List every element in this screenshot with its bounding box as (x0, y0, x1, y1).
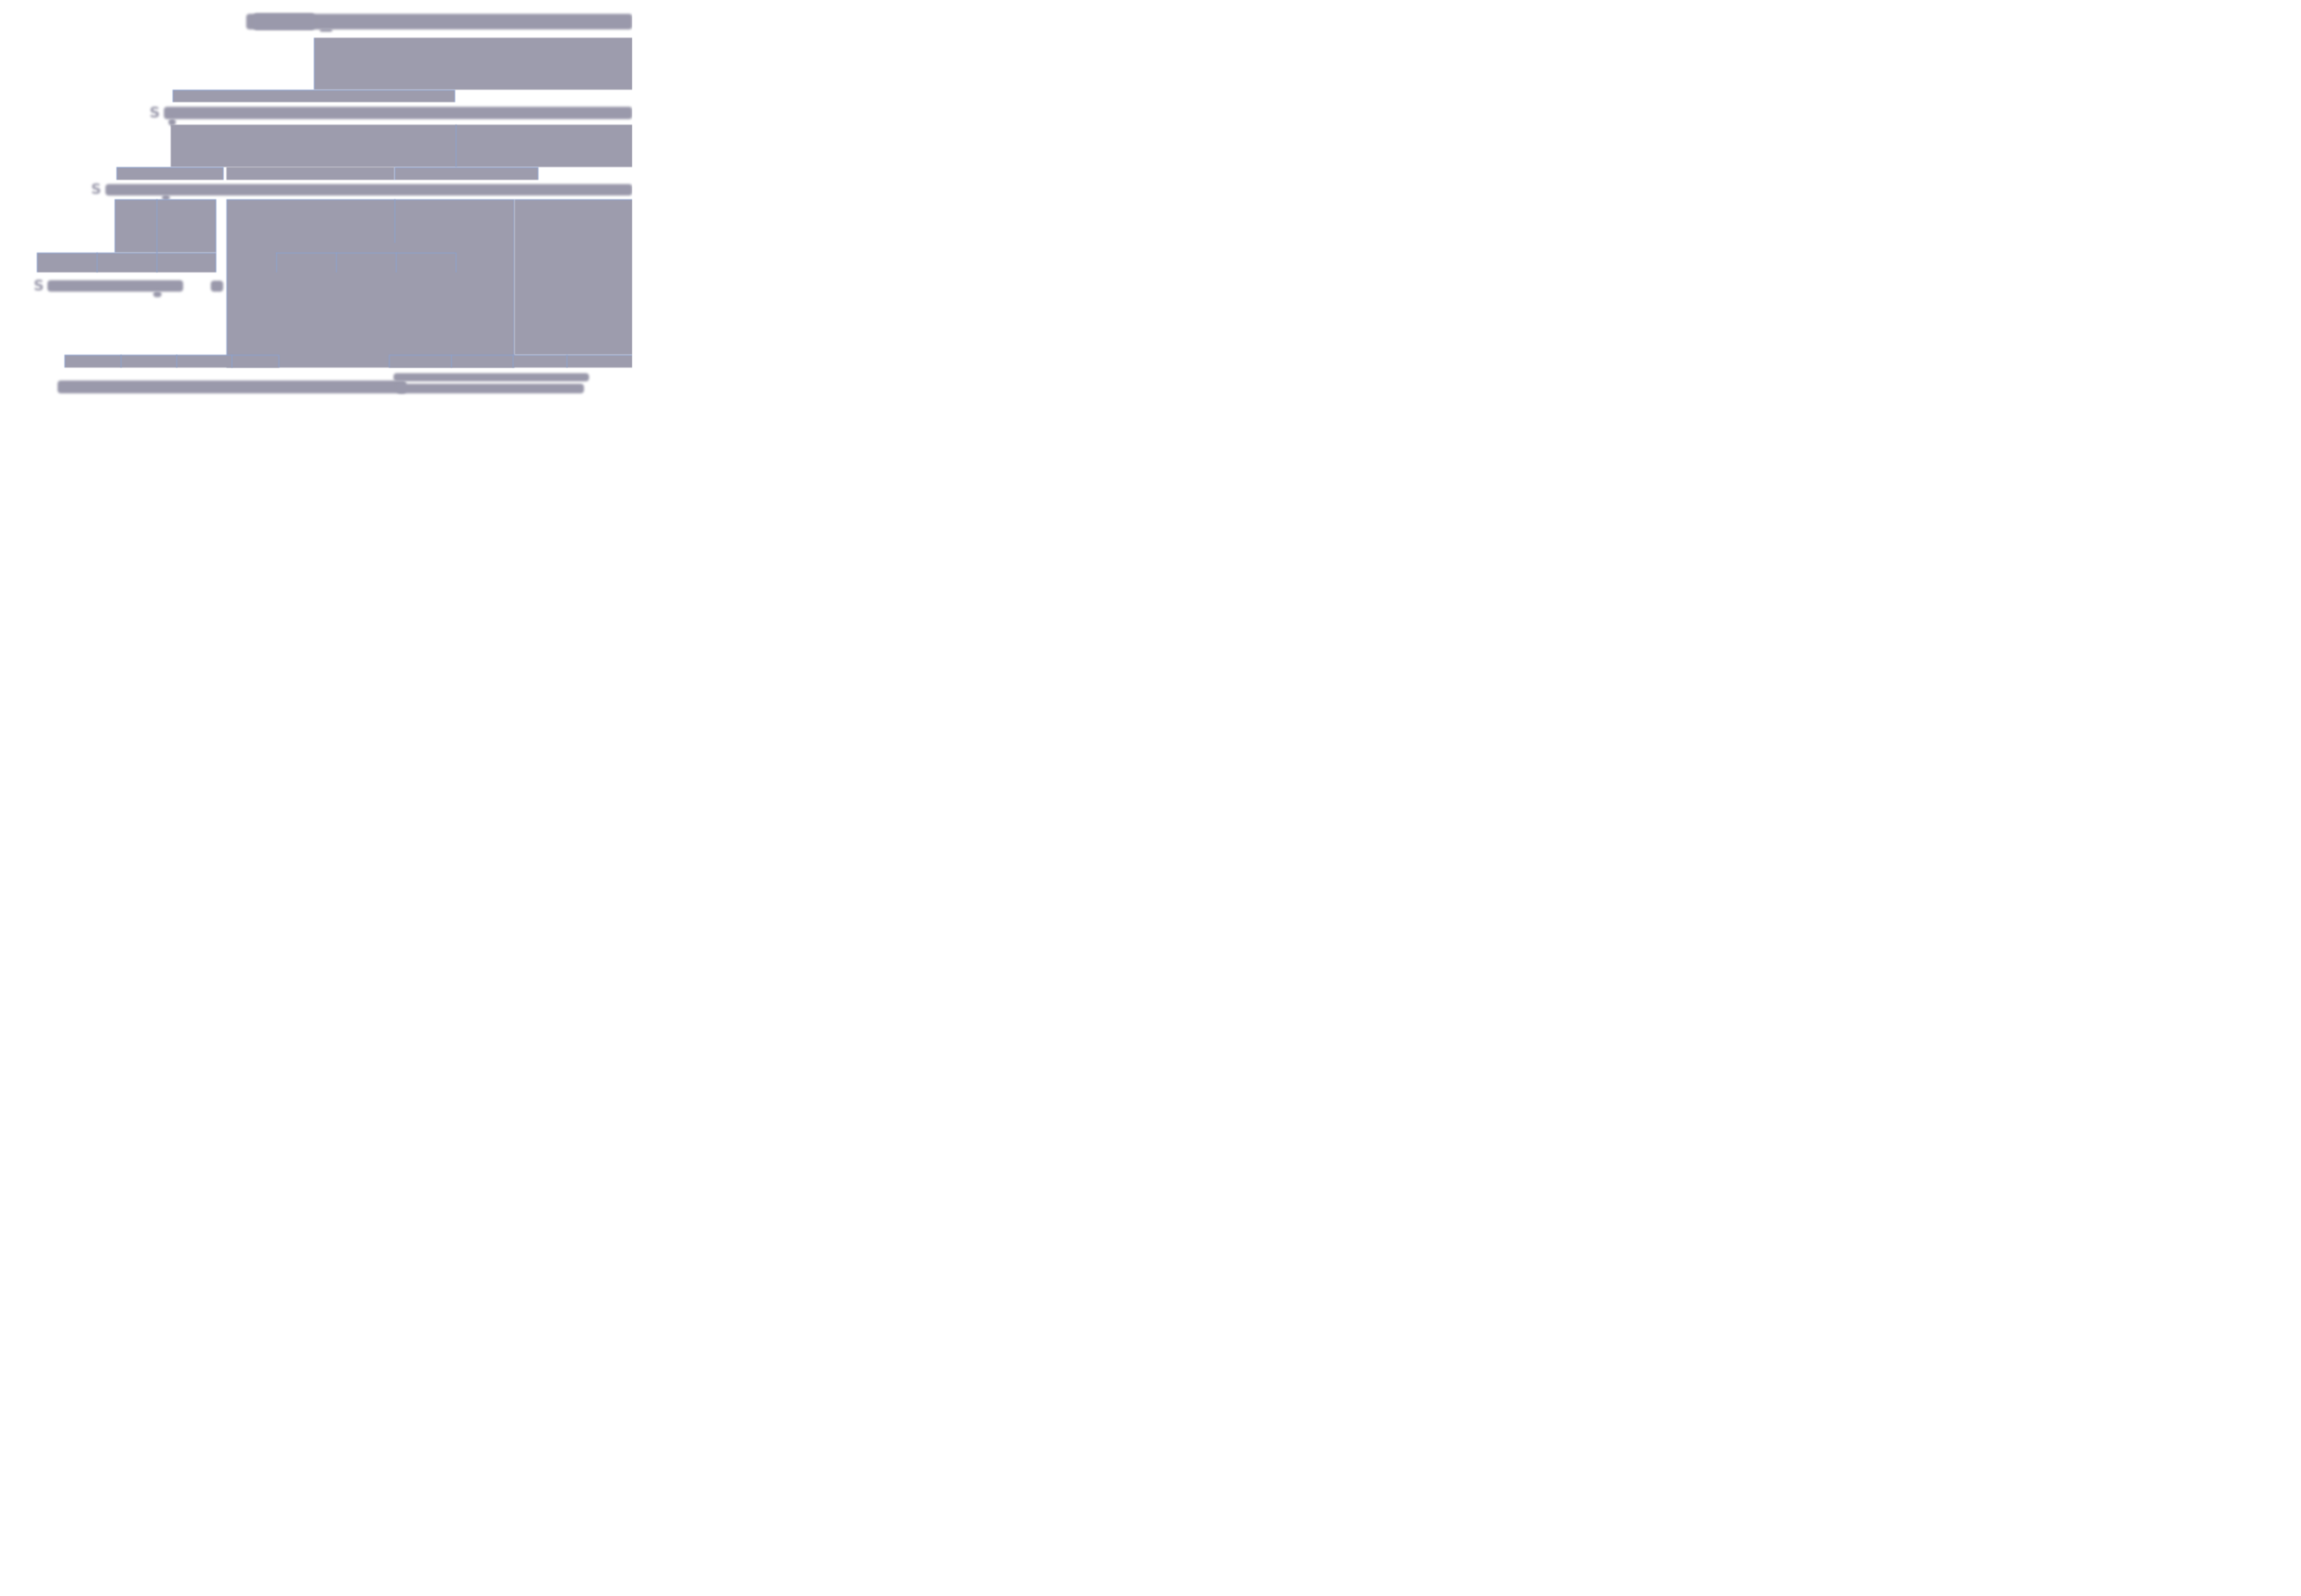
level1-box (313, 38, 632, 90)
section2-label-bar (105, 184, 632, 196)
section1-label-descender (168, 119, 176, 126)
level5-row-central-divider-2 (336, 252, 337, 272)
level2-bar (172, 89, 456, 102)
level5-row-central-topline (276, 252, 456, 254)
level4-box-left (114, 199, 216, 253)
level6-row-right (389, 354, 632, 368)
level3-bar-right (394, 167, 539, 180)
footer-label-bar (58, 380, 406, 393)
title-text-bold-blob (254, 13, 315, 30)
level5-row-central-divider-3 (396, 252, 397, 272)
level2-box (171, 124, 632, 167)
section1-label-bar (163, 107, 632, 119)
section2-label-initial: S (91, 181, 101, 197)
level4-box-central (226, 199, 515, 368)
level6-row-right-divider-1 (451, 354, 452, 368)
section3-label-descender (153, 291, 162, 297)
level2-box-divider (456, 124, 457, 167)
level6-row-right-divider-2 (512, 354, 514, 368)
level6-row-left (64, 354, 279, 368)
blurred-tree-diagram: S S S (0, 0, 632, 399)
section3-label-fragment (211, 280, 223, 292)
level4-box-central-divider (394, 199, 395, 243)
section3-label-bar (47, 280, 183, 292)
level5-row-central-divider-1 (276, 252, 277, 272)
level5-row-left-divider-1 (97, 252, 98, 272)
section3-label-initial: S (34, 277, 44, 294)
level6-row-left-divider-3 (231, 354, 232, 368)
level5-row-left-divider-2 (156, 252, 157, 272)
level3-bar-middle (226, 167, 394, 180)
section1-label-initial: S (149, 104, 160, 121)
footer-note-line-2 (397, 383, 584, 393)
level4-box-right (514, 199, 632, 355)
level4-box-left-divider (156, 199, 157, 253)
level5-row-left (37, 252, 216, 272)
level3-bar-left (116, 167, 224, 180)
level5-row-central-divider-4 (456, 252, 457, 272)
level6-row-left-divider-2 (176, 354, 177, 368)
footer-note-line-1 (393, 373, 589, 381)
title-descender (320, 29, 332, 32)
